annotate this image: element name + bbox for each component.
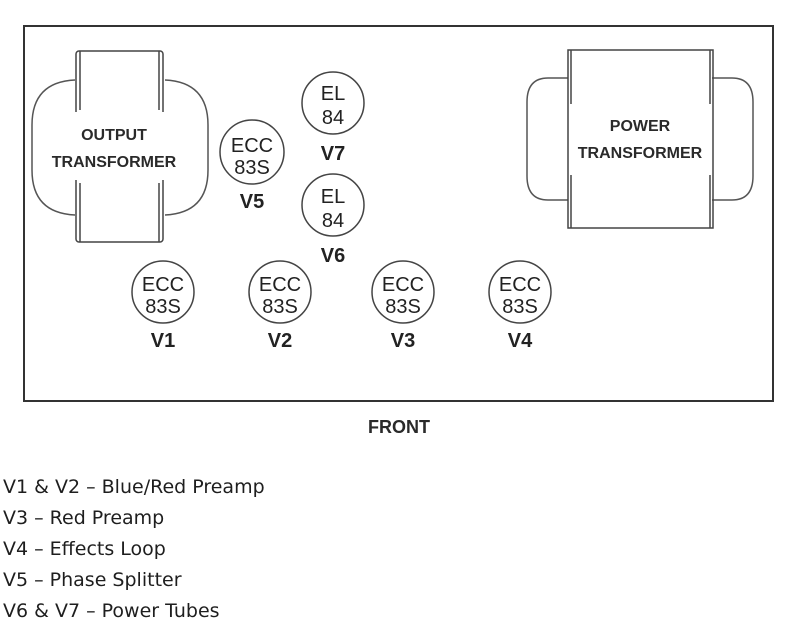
tube-type-line2: 83S <box>234 157 270 179</box>
tube-v4: ECC 83S V4 <box>488 260 552 352</box>
power-transformer-label-line2: TRANSFORMER <box>578 145 703 162</box>
tube-id-label: V5 <box>240 191 264 213</box>
power-transformer-label-line1: POWER <box>610 118 671 135</box>
tube-v7: EL 84 V7 <box>301 71 365 165</box>
tube-type-line1: EL <box>321 83 345 105</box>
tube-type-line1: ECC <box>259 274 301 296</box>
tube-function-legend: V1 & V2 – Blue/Red Preamp V3 – Red Pream… <box>3 472 265 627</box>
tube-v6: EL 84 V6 <box>301 173 365 267</box>
tube-id-label: V3 <box>391 330 415 352</box>
tube-type-line1: ECC <box>382 274 424 296</box>
legend-item: V5 – Phase Splitter <box>3 569 182 591</box>
tube-v5: ECC 83S V5 <box>219 119 285 213</box>
tube-socket <box>219 119 285 185</box>
tube-type-line2: 84 <box>322 210 344 232</box>
tube-type-line1: EL <box>321 186 345 208</box>
output-transformer: OUTPUT TRANSFORMER <box>31 50 209 243</box>
tube-socket <box>301 173 365 237</box>
legend-item: V4 – Effects Loop <box>3 538 166 560</box>
tube-socket <box>248 260 312 324</box>
tube-type-line2: 83S <box>262 296 298 318</box>
tube-type-line2: 83S <box>385 296 421 318</box>
tube-socket <box>488 260 552 324</box>
tube-v3: ECC 83S V3 <box>371 260 435 352</box>
tube-id-label: V1 <box>151 330 175 352</box>
tube-socket <box>131 260 195 324</box>
tube-id-label: V6 <box>321 245 345 267</box>
legend-item: V1 & V2 – Blue/Red Preamp <box>3 476 265 498</box>
tube-type-line2: 83S <box>502 296 538 318</box>
tube-type-line2: 84 <box>322 107 344 129</box>
tube-socket <box>301 71 365 135</box>
legend-item: V3 – Red Preamp <box>3 507 165 529</box>
chassis-outline <box>23 25 774 402</box>
tube-v2: ECC 83S V2 <box>248 260 312 352</box>
tube-id-label: V2 <box>268 330 292 352</box>
output-transformer-label-line2: TRANSFORMER <box>52 154 177 171</box>
tube-socket <box>371 260 435 324</box>
tube-id-label: V4 <box>508 330 533 352</box>
output-transformer-label-line1: OUTPUT <box>81 127 147 144</box>
tube-id-label: V7 <box>321 143 345 165</box>
tube-type-line1: ECC <box>142 274 184 296</box>
tube-type-line1: ECC <box>499 274 541 296</box>
tube-type-line1: ECC <box>231 135 273 157</box>
tube-v1: ECC 83S V1 <box>131 260 195 352</box>
tube-type-line2: 83S <box>145 296 181 318</box>
legend-item: V6 & V7 – Power Tubes <box>3 600 220 622</box>
power-transformer: POWER TRANSFORMER <box>526 49 754 229</box>
front-label: FRONT <box>368 417 430 437</box>
